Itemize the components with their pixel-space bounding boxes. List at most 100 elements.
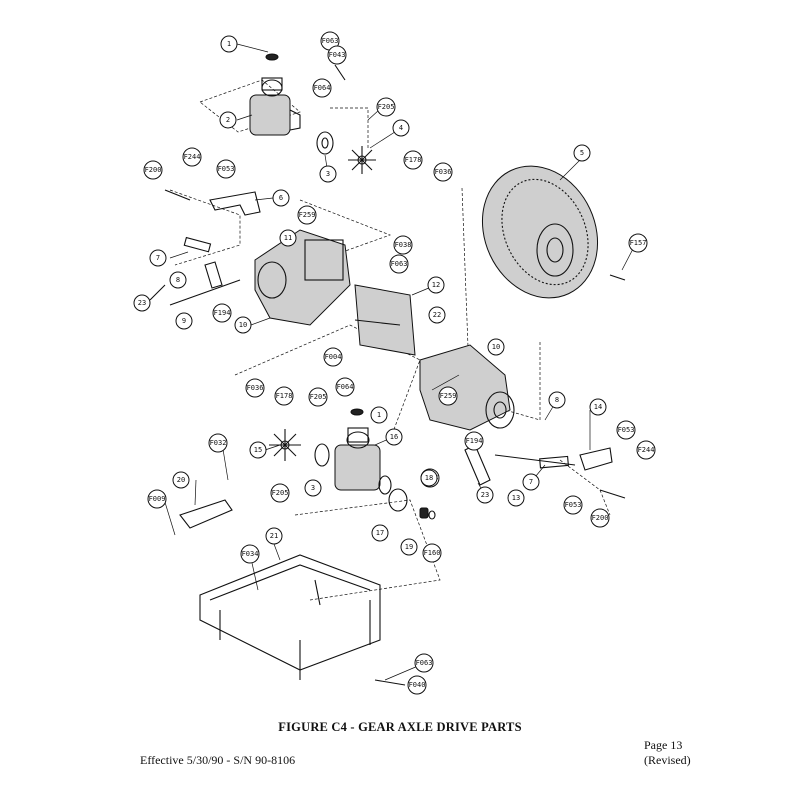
callout-label: F032 — [210, 439, 227, 447]
callout-f036: F036 — [245, 378, 265, 398]
callout-f004: F004 — [323, 347, 343, 367]
callout-label: 2 — [226, 116, 230, 124]
callout-label: F205 — [378, 103, 395, 111]
callout-label: F200 — [592, 514, 609, 522]
callout-f205: F205 — [308, 387, 328, 407]
callout-label: F040 — [409, 681, 426, 689]
callout-label: F034 — [242, 550, 259, 558]
callout-19: 19 — [400, 538, 418, 556]
callout-f064: F064 — [312, 78, 332, 98]
callout-7: 7 — [149, 249, 167, 267]
callout-12: 12 — [427, 276, 445, 294]
callout-label: 7 — [156, 254, 160, 262]
callout-label: F064 — [337, 383, 354, 391]
callout-9: 9 — [175, 312, 193, 330]
callout-label: F200 — [145, 166, 162, 174]
callout-label: F194 — [214, 309, 231, 317]
callout-label: 21 — [270, 532, 278, 540]
callout-21: 21 — [265, 527, 283, 545]
callout-22: 22 — [428, 306, 446, 324]
callout-f259: F259 — [297, 205, 317, 225]
callout-f178: F178 — [403, 150, 423, 170]
shaft-lever-lower — [464, 444, 613, 486]
callout-23: 23 — [133, 294, 151, 312]
callout-f160: F160 — [422, 543, 442, 563]
callout-10: 10 — [234, 316, 252, 334]
callout-label: F063 — [391, 260, 408, 268]
callout-label: 23 — [481, 491, 489, 499]
callout-f038: F038 — [393, 235, 413, 255]
callout-1: 1 — [220, 35, 238, 53]
callout-label: 16 — [390, 433, 398, 441]
callout-label: F004 — [325, 353, 342, 361]
callout-f205: F205 — [270, 483, 290, 503]
chassis-frame — [199, 554, 381, 680]
callout-8: 8 — [548, 391, 566, 409]
callout-13: 13 — [507, 489, 525, 507]
callout-23: 23 — [476, 486, 494, 504]
callout-f063: F063 — [414, 653, 434, 673]
callout-20: 20 — [172, 471, 190, 489]
callout-f063: F063 — [320, 31, 340, 51]
callout-label: F259 — [440, 392, 457, 400]
callout-f157: F157 — [628, 233, 648, 253]
callout-label: F194 — [466, 437, 483, 445]
callout-label: 17 — [376, 529, 384, 537]
callout-label: F160 — [424, 549, 441, 557]
callout-label: 20 — [177, 476, 185, 484]
callout-label: F036 — [247, 384, 264, 392]
callout-label: F063 — [416, 659, 433, 667]
gear-housing-lower — [419, 344, 515, 431]
callout-5: 5 — [573, 144, 591, 162]
leaders — [163, 43, 636, 681]
page-label: Page 13 — [644, 738, 683, 752]
callout-label: 3 — [311, 484, 315, 492]
callout-f200: F200 — [590, 508, 610, 528]
tire-wheel — [481, 165, 599, 299]
callout-f244: F244 — [182, 147, 202, 167]
callout-label: 13 — [512, 494, 520, 502]
callout-label: F244 — [184, 153, 201, 161]
callout-1: 1 — [370, 406, 388, 424]
callout-f178: F178 — [274, 386, 294, 406]
figure-caption: FIGURE C4 - GEAR AXLE DRIVE PARTS — [278, 720, 522, 734]
bolts — [164, 64, 626, 686]
callout-f244: F244 — [636, 440, 656, 460]
parts — [149, 53, 626, 686]
callout-3: 3 — [304, 479, 322, 497]
callout-label: 23 — [138, 299, 146, 307]
callout-label: 5 — [580, 149, 584, 157]
callout-label: 6 — [279, 194, 283, 202]
callout-17: 17 — [371, 524, 389, 542]
callout-label: F053 — [618, 426, 635, 434]
callout-label: 19 — [405, 543, 413, 551]
callout-f064: F064 — [335, 377, 355, 397]
callout-18: 18 — [420, 469, 438, 487]
callout-label: F205 — [272, 489, 289, 497]
callout-label: F053 — [218, 165, 235, 173]
callout-7: 7 — [522, 473, 540, 491]
callout-f053: F053 — [563, 495, 583, 515]
callout-f194: F194 — [464, 431, 484, 451]
lower-pump-assembly — [334, 408, 392, 495]
callout-label: 15 — [254, 446, 262, 454]
lower-fan — [269, 429, 301, 461]
callout-f034: F034 — [240, 544, 260, 564]
callout-f009: F009 — [147, 489, 167, 509]
callout-label: F259 — [299, 211, 316, 219]
callout-f036: F036 — [433, 162, 453, 182]
callout-14: 14 — [589, 398, 607, 416]
page-number: Page 13 (Revised) — [644, 738, 691, 768]
callout-label: 3 — [326, 170, 330, 178]
effective-date-note: Effective 5/30/90 - S/N 90-8106 — [140, 753, 296, 767]
gear-housing-upper — [254, 229, 351, 326]
callout-label: F063 — [322, 37, 339, 45]
callout-label: 11 — [284, 234, 292, 242]
callout-label: 22 — [433, 311, 441, 319]
callout-label: 4 — [399, 124, 403, 132]
upper-pulley-fan — [316, 131, 376, 174]
callout-label: 10 — [492, 343, 500, 351]
callout-label: F009 — [149, 495, 166, 503]
upper-pump-assembly — [249, 53, 301, 136]
shaft-lever-upper — [149, 236, 241, 306]
